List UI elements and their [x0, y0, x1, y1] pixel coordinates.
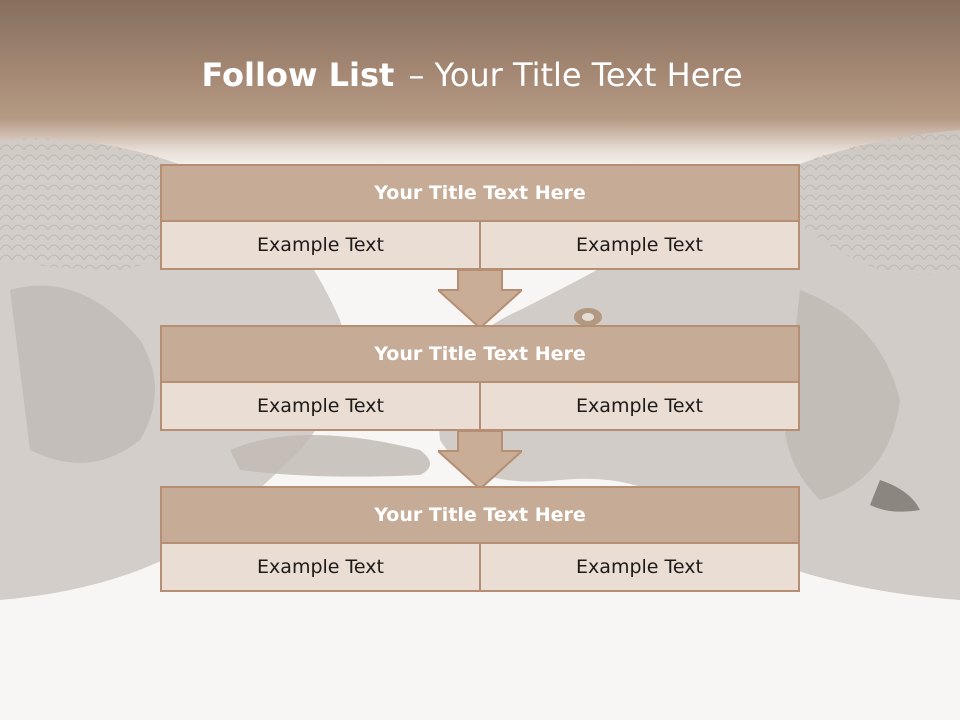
down-arrow-icon [438, 431, 522, 489]
title-bold-part: Follow List [201, 56, 395, 94]
block-3-title[interactable]: Your Title Text Here [162, 488, 798, 544]
block-1-left-text[interactable]: Example Text [162, 222, 479, 268]
title-rest: Your Title Text Here [434, 56, 743, 94]
block-2-right-text[interactable]: Example Text [479, 383, 798, 429]
title-dash: – [408, 56, 425, 94]
block-3-right-text[interactable]: Example Text [479, 544, 798, 590]
block-3-left-text[interactable]: Example Text [162, 544, 479, 590]
down-arrow-icon [438, 270, 522, 328]
list-block-2[interactable]: Your Title Text Here Example Text Exampl… [160, 325, 800, 431]
block-2-title[interactable]: Your Title Text Here [162, 327, 798, 383]
block-2-left-text[interactable]: Example Text [162, 383, 479, 429]
block-1-right-text[interactable]: Example Text [479, 222, 798, 268]
block-2-row: Example Text Example Text [162, 383, 798, 429]
slide-title: Follow List– Your Title Text Here [0, 52, 944, 98]
block-1-row: Example Text Example Text [162, 222, 798, 268]
list-block-3[interactable]: Your Title Text Here Example Text Exampl… [160, 486, 800, 592]
list-block-1[interactable]: Your Title Text Here Example Text Exampl… [160, 164, 800, 270]
header-band [0, 0, 960, 170]
block-1-title[interactable]: Your Title Text Here [162, 166, 798, 222]
block-3-row: Example Text Example Text [162, 544, 798, 590]
